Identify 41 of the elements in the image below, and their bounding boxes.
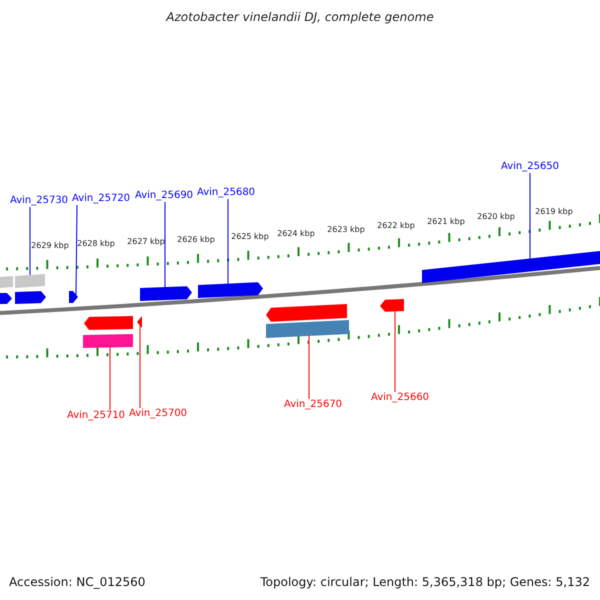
gene-label: Avin_25730 — [10, 196, 68, 206]
leader-line — [76, 204, 78, 296]
map-title: Azotobacter vinelandii DJ, complete genome — [166, 11, 434, 23]
scale-label: 2628 kbp — [77, 240, 115, 248]
scale-label: 2625 kbp — [231, 233, 269, 241]
gene-feature — [83, 334, 133, 348]
leader-line — [164, 202, 166, 288]
gene-feature — [198, 282, 263, 298]
leader-line — [308, 335, 310, 400]
scale-label: 2620 kbp — [477, 213, 515, 221]
accession-text: Accession: NC_012560 — [9, 576, 146, 588]
gene-feature — [137, 316, 142, 328]
gene-feature — [0, 276, 13, 288]
scale-label: 2627 kbp — [127, 238, 165, 246]
gene-feature — [380, 299, 404, 312]
gene-feature — [69, 291, 78, 303]
gene-feature — [84, 316, 133, 330]
scale-label: 2623 kbp — [327, 226, 365, 234]
gene-feature — [266, 304, 347, 322]
gene-label: Avin_25680 — [196, 188, 256, 198]
gene-label: Avin_25650 — [500, 162, 560, 172]
gene-feature — [140, 286, 192, 301]
gene-label: Avin_25700 — [128, 409, 188, 419]
gene-feature — [15, 274, 45, 288]
genome-info-text: Topology: circular; Length: 5,365,318 bp; Genes: 5,132 — [260, 576, 590, 588]
leader-line — [394, 310, 396, 392]
scale-label: 2624 kbp — [277, 230, 315, 238]
scale-label: 2626 kbp — [177, 236, 215, 244]
gene-feature — [422, 251, 600, 283]
gene-feature — [15, 291, 46, 304]
gene-label: Avin_25720 — [72, 194, 130, 204]
gene-feature — [266, 320, 349, 338]
scale-label: 2622 kbp — [377, 222, 415, 230]
scale-label: 2621 kbp — [427, 218, 465, 226]
scale-label: 2629 kbp — [31, 242, 69, 250]
gene-label: Avin_25690 — [134, 191, 194, 201]
gene-label: Avin_25670 — [284, 400, 342, 410]
gene-label: Avin_25660 — [370, 393, 430, 403]
gene-feature — [0, 293, 12, 304]
scale-label: 2619 kbp — [535, 208, 573, 216]
gene-label: Avin_25710 — [66, 411, 126, 421]
